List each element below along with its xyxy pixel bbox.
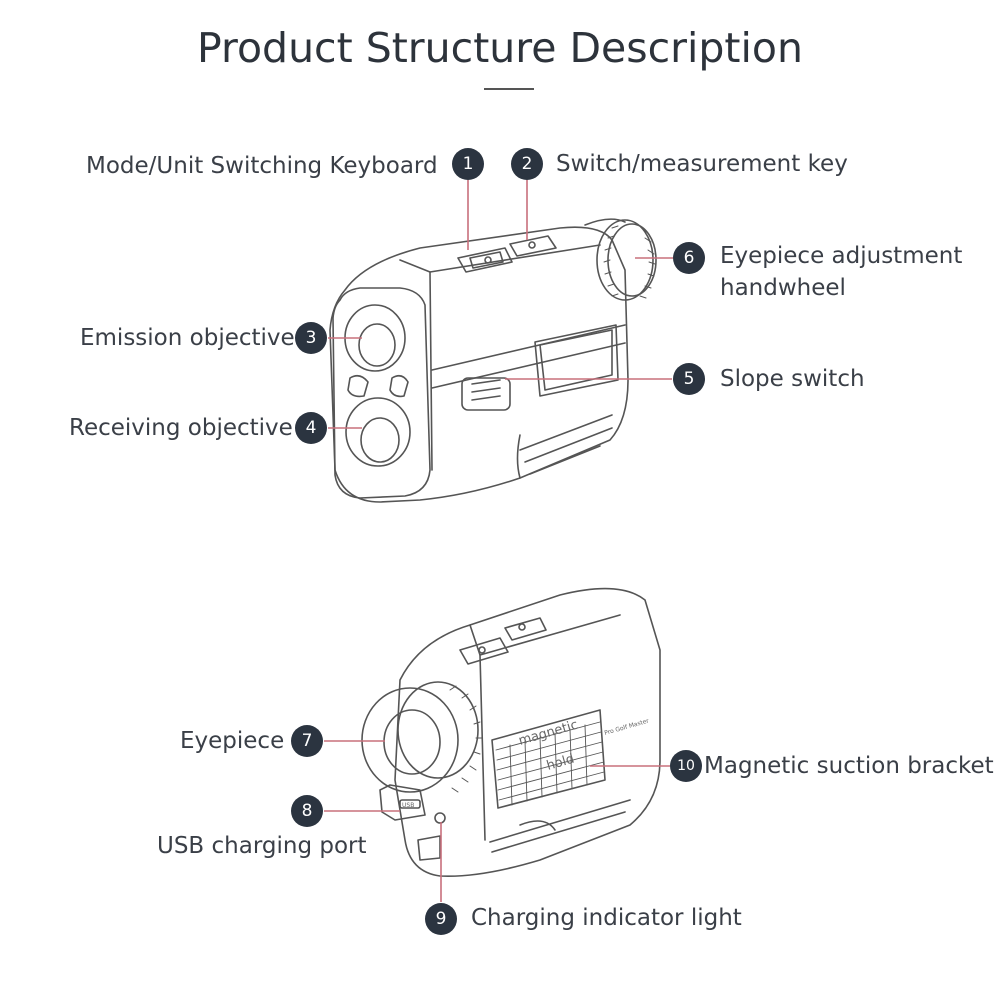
label-magnetic-bracket: Magnetic suction bracket xyxy=(704,753,994,779)
label-eyepiece-handwheel-line1: Eyepiece adjustment xyxy=(720,243,963,269)
label-switch-measurement-key: Switch/measurement key xyxy=(556,151,848,177)
callout-badge-3: 3 xyxy=(295,322,327,354)
rangefinder-front-view xyxy=(329,218,657,503)
callout-badge-2: 2 xyxy=(511,148,543,180)
label-receiving-objective: Receiving objective xyxy=(69,415,293,441)
label-charging-indicator: Charging indicator light xyxy=(471,905,742,931)
label-slope-switch: Slope switch xyxy=(720,366,865,392)
label-eyepiece-handwheel-line2: handwheel xyxy=(720,275,846,301)
rangefinder-rear-view xyxy=(361,587,661,877)
callout-badge-4: 4 xyxy=(295,412,327,444)
label-eyepiece: Eyepiece xyxy=(180,728,285,754)
callout-badge-10: 10 xyxy=(670,750,702,782)
usb-marking: USB xyxy=(402,802,414,809)
callout-badge-5: 5 xyxy=(673,363,705,395)
callout-badge-7: 7 xyxy=(291,725,323,757)
callout-badge-1: 1 xyxy=(452,148,484,180)
hold-marking: hold xyxy=(545,752,576,774)
title-underline xyxy=(484,88,534,90)
label-usb-charging-port: USB charging port xyxy=(157,833,367,859)
label-emission-objective: Emission objective xyxy=(80,325,295,351)
callout-badge-9: 9 xyxy=(425,903,457,935)
label-mode-unit-keyboard: Mode/Unit Switching Keyboard xyxy=(86,153,438,179)
page-title: Product Structure Description xyxy=(197,24,803,72)
brand-marking: Pro Golf Master xyxy=(604,717,651,737)
callout-badge-8: 8 xyxy=(291,795,323,827)
callout-badge-6: 6 xyxy=(673,242,705,274)
leader-lines xyxy=(324,180,673,902)
